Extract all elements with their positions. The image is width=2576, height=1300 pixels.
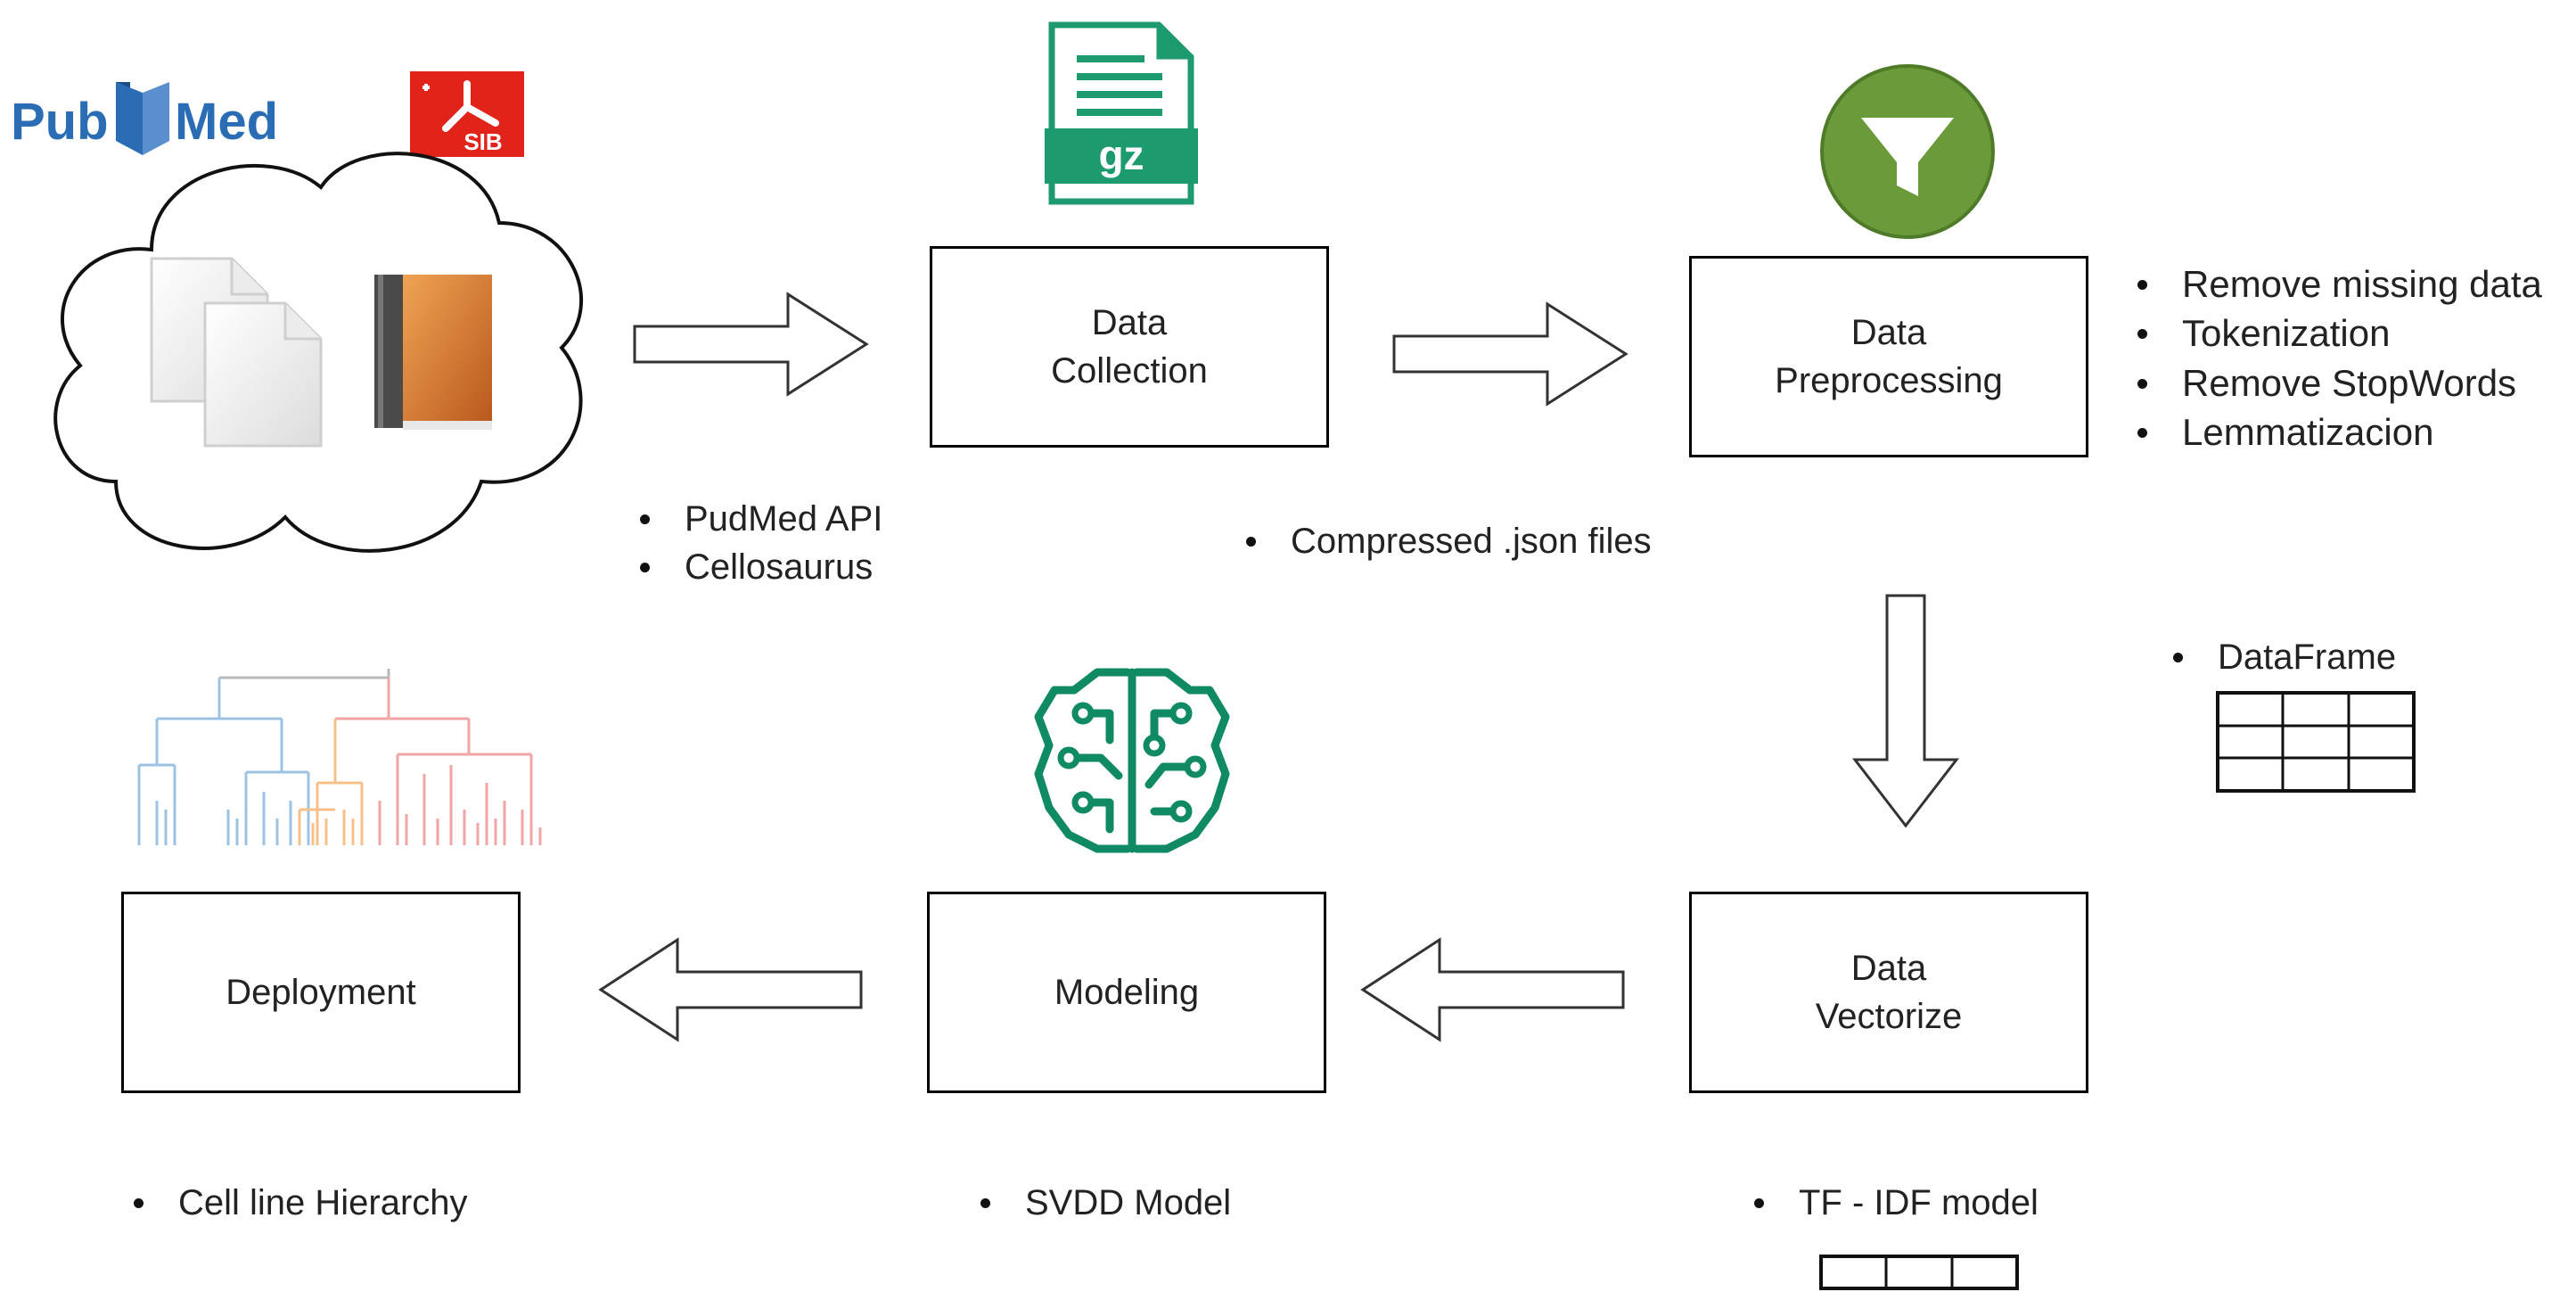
data-vectorize-label-2: Vectorize [1815,997,1963,1036]
note-compressed-json: Compressed .json files [1239,517,1652,565]
documents-icon [150,257,323,448]
note-tf-idf-model: TF - IDF model [1747,1179,2039,1227]
arrow-down [1851,594,1960,828]
dataframe-notes: DataFrame [2166,633,2396,681]
data-collection-label-2: Collection [1051,351,1208,391]
modeling-label: Modeling [1054,973,1200,1012]
data-preprocessing-label-1: Data [1850,313,1927,352]
pubmed-logo-text-right: Med [175,93,278,151]
note-cellosaurus: Cellosaurus [633,543,882,591]
note-pudmed-api: PudMed API [633,495,882,543]
pubmed-logo-mark: Pub Med [11,82,278,155]
arrow-right-2 [1392,301,1628,407]
data-collection-label-1: Data [1091,303,1168,342]
arrow-left-1 [1360,937,1625,1042]
note-tokenization: Tokenization [2130,309,2542,358]
collection-notes: Compressed .json files [1239,517,1652,565]
deployment-box: Deployment [121,892,521,1093]
modeling-notes: SVDD Model [973,1179,1231,1227]
filter-icon [1820,64,1995,239]
vectorize-notes: TF - IDF model [1747,1179,2039,1227]
arrow-left-2 [598,937,863,1042]
book-icon [374,275,492,430]
deployment-notes: Cell line Hierarchy [127,1179,468,1227]
note-svdd-model: SVDD Model [973,1179,1231,1227]
pubmed-logo: Pub Med [11,73,287,162]
data-vectorize-box: Data Vectorize [1689,892,2088,1093]
arrow-right-1 [633,292,869,397]
brain-circuit-icon [1034,668,1230,853]
note-remove-stopwords: Remove StopWords [2130,358,2542,407]
data-vectorize-label-1: Data [1850,949,1927,988]
pubmed-logo-text-left: Pub [11,93,109,151]
gz-label: gz [1098,132,1144,178]
note-dataframe: DataFrame [2166,633,2396,681]
data-preprocessing-box: Data Preprocessing [1689,256,2088,457]
sib-logo: SIB [410,71,524,157]
note-remove-missing-data: Remove missing data [2130,259,2542,309]
note-lemmatizacion: Lemmatizacion [2130,407,2542,457]
sources-notes: PudMed API Cellosaurus [633,495,882,591]
gz-file-icon: gz [1045,21,1198,205]
note-cell-line-hierarchy: Cell line Hierarchy [127,1179,468,1227]
data-preprocessing-label-2: Preprocessing [1775,361,2003,400]
deployment-label: Deployment [226,973,416,1012]
sib-logo-mark: SIB [422,80,503,155]
vector-row-icon [1819,1255,2019,1290]
dendrogram-icon [137,669,542,845]
data-collection-box: Data Collection [930,246,1329,448]
preprocessing-notes: Remove missing data Tokenization Remove … [2130,259,2542,457]
dataframe-table-icon [2216,691,2416,793]
sib-logo-text: SIB [464,128,502,155]
modeling-box: Modeling [927,892,1326,1093]
